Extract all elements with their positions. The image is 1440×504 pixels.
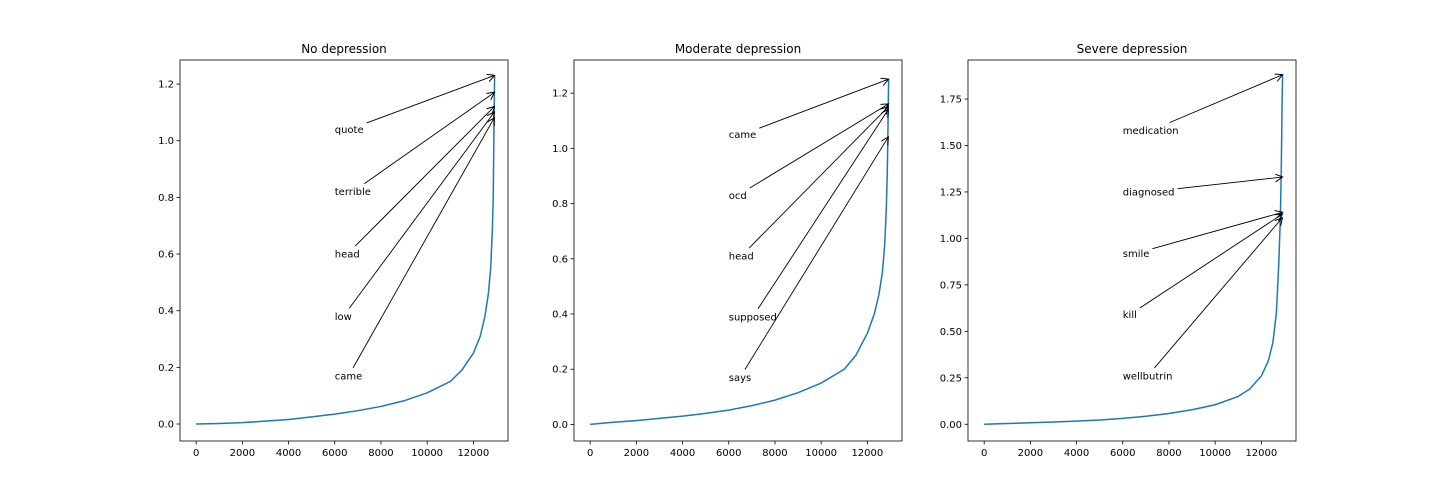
annotation-label: head	[335, 250, 360, 261]
annotation-arrow	[354, 107, 494, 247]
annotation-arrow	[744, 137, 888, 370]
annotation-label: medication	[1123, 126, 1179, 137]
annotation-label: terrible	[335, 187, 371, 198]
y-tick-label: 1.75	[940, 95, 962, 106]
annotation-arrow	[1169, 75, 1283, 124]
annotation-label: ocd	[729, 191, 747, 202]
chart-panel-2: Moderate depression 0 2000 4000 6000 8000 1000…	[552, 42, 903, 459]
annotation-label: wellbutrin	[1123, 371, 1173, 382]
y-tick-label: 1.2	[552, 89, 568, 100]
chart-title: No depression	[301, 42, 387, 56]
x-tick-label: 10000	[805, 448, 837, 459]
annotation-label: diagnosed	[1123, 187, 1175, 198]
annotation-label: head	[729, 252, 754, 263]
x-tick-label: 4000	[1064, 448, 1089, 459]
annotation-label: says	[729, 373, 751, 384]
annotation-label: kill	[1123, 310, 1137, 321]
y-tick-label: 0.0	[552, 420, 568, 431]
annotation-arrow	[348, 112, 494, 309]
y-tick-label: 1.00	[940, 234, 962, 245]
y-tick-label: 0.25	[940, 373, 962, 384]
chart-panel-1: No depression 0 2000 4000 6000 8000 10000 12000…	[158, 42, 509, 459]
x-tick-label: 4000	[670, 448, 695, 459]
y-tick-label: 0.00	[940, 420, 962, 431]
chart-title: Severe depression	[1077, 42, 1188, 56]
y-tick-label: 0.6	[158, 250, 174, 261]
y-tick-label: 1.0	[552, 144, 568, 155]
axes-frame	[179, 59, 509, 442]
annotation-arrow	[748, 107, 888, 249]
x-tick-label: 6000	[1110, 448, 1135, 459]
x-tick-label: 0	[981, 448, 987, 459]
x-tick-label: 8000	[762, 448, 787, 459]
annotation-label: low	[335, 312, 352, 323]
x-tick-label: 10000	[1199, 448, 1231, 459]
x-tick-label: 8000	[1156, 448, 1181, 459]
annotation-arrow	[1154, 218, 1282, 369]
x-tick-label: 6000	[322, 448, 347, 459]
y-tick-label: 1.25	[940, 187, 962, 198]
x-tick-label: 12000	[1245, 448, 1277, 459]
x-tick-label: 4000	[276, 448, 301, 459]
annotation-label: smile	[1123, 249, 1150, 260]
x-tick-label: 2000	[230, 448, 255, 459]
y-tick-label: 0.8	[552, 199, 568, 210]
y-tick-label: 0.50	[940, 327, 962, 338]
x-tick-label: 2000	[1018, 448, 1043, 459]
y-tick-label: 0.2	[158, 363, 174, 374]
annotation-arrow	[1139, 214, 1282, 309]
series-line	[590, 79, 890, 426]
x-tick-label: 8000	[368, 448, 393, 459]
series-line	[196, 75, 496, 425]
series-line	[984, 74, 1284, 426]
axes-frame	[573, 59, 903, 442]
x-tick-label: 12000	[851, 448, 883, 459]
x-tick-label: 10000	[411, 448, 443, 459]
y-tick-label: 0.8	[158, 193, 174, 204]
annotation-arrow	[363, 93, 494, 185]
y-tick-label: 0.4	[552, 310, 568, 321]
annotation-arrow	[759, 79, 888, 129]
chart-panel-3: Severe depression 0 2000 4000 6000 8000 10000 1…	[940, 42, 1297, 459]
x-tick-label: 0	[587, 448, 593, 459]
y-tick-label: 1.2	[158, 80, 174, 91]
y-tick-label: 1.0	[158, 136, 174, 147]
x-tick-label: 6000	[716, 448, 741, 459]
annotation-arrow	[366, 76, 494, 124]
annotation-arrow	[1177, 177, 1283, 190]
y-tick-label: 0.75	[940, 280, 962, 291]
y-tick-label: 1.50	[940, 141, 962, 152]
x-tick-label: 0	[193, 448, 199, 459]
axes-frame	[967, 59, 1297, 442]
annotation-label: supposed	[729, 312, 777, 323]
annotation-arrow	[757, 110, 888, 310]
x-tick-label: 2000	[624, 448, 649, 459]
x-tick-label: 12000	[457, 448, 489, 459]
annotation-arrow	[352, 118, 494, 369]
annotation-label: quote	[335, 125, 364, 136]
annotation-arrow	[1152, 212, 1282, 250]
annotation-label: came	[729, 130, 757, 141]
y-tick-label: 0.2	[552, 365, 568, 376]
annotation-arrow	[749, 104, 888, 189]
y-tick-label: 0.6	[552, 254, 568, 265]
y-tick-label: 0.0	[158, 420, 174, 431]
annotation-label: came	[335, 371, 363, 382]
y-tick-label: 0.4	[158, 306, 174, 317]
chart-title: Moderate depression	[675, 42, 801, 56]
